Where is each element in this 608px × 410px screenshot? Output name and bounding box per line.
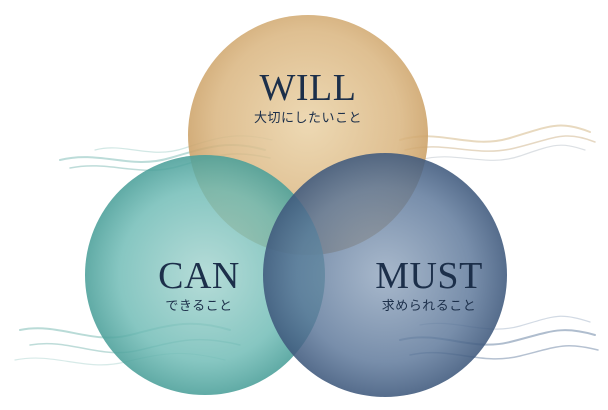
must-title: MUST [375, 255, 483, 297]
must-label: MUST 求められること [329, 256, 529, 316]
must-circle [263, 153, 507, 397]
can-subtitle: できること [165, 299, 233, 314]
must-subtitle: 求められること [381, 299, 477, 314]
will-label: WILL 大切にしたいこと [208, 68, 408, 128]
will-title: WILL [259, 67, 357, 109]
can-label: CAN できること [99, 256, 299, 316]
can-circle [85, 155, 325, 395]
wave-strokes-right-top [399, 124, 596, 161]
can-title: CAN [158, 255, 240, 297]
will-subtitle: 大切にしたいこと [253, 111, 362, 126]
